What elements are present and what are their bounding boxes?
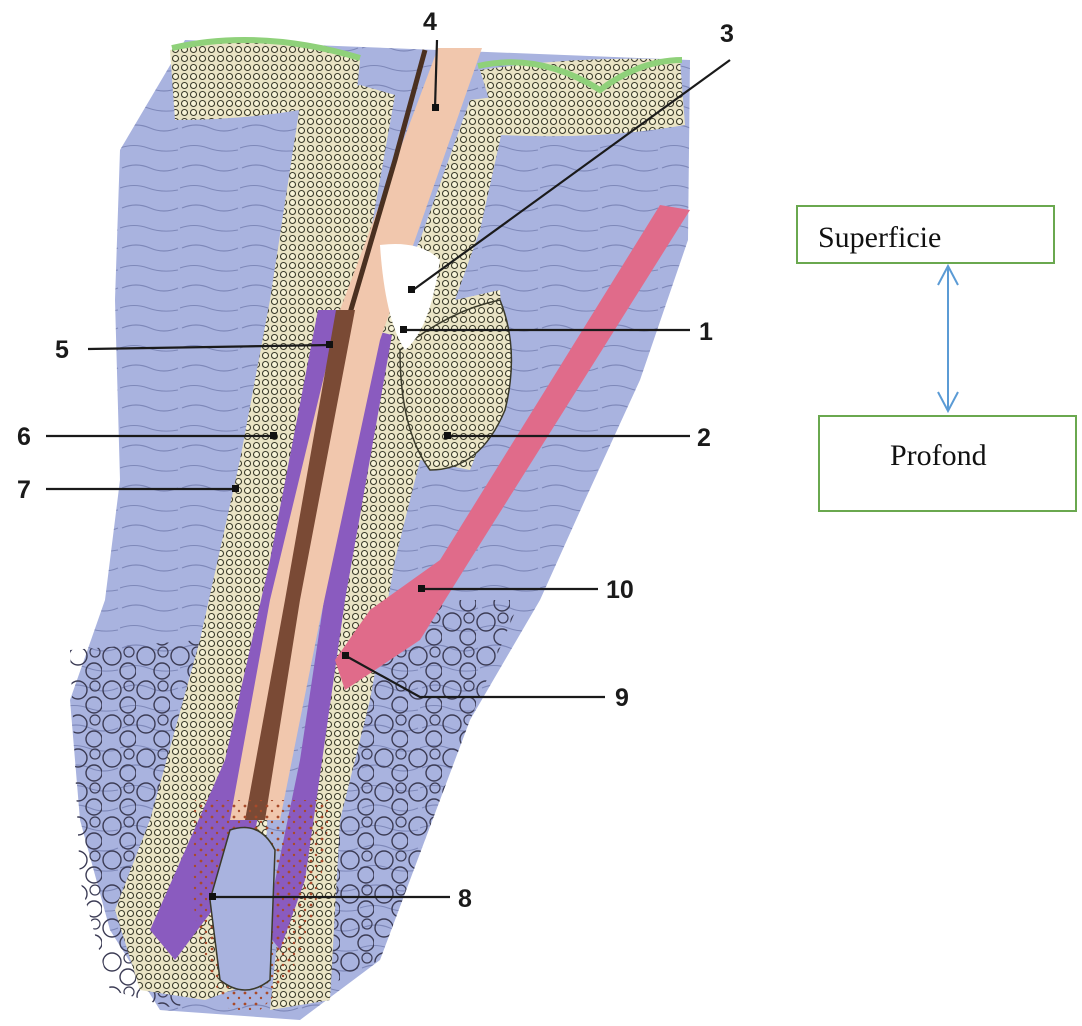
callout-5: 5 — [55, 336, 69, 364]
profond-label-box: Profond — [818, 415, 1077, 512]
leader-dot-5 — [326, 341, 333, 348]
callout-10: 10 — [606, 576, 634, 604]
leader-dot-4 — [432, 104, 439, 111]
callout-3: 3 — [720, 20, 734, 48]
leader-dot-7 — [232, 485, 239, 492]
superficie-label-box: Superficie — [796, 205, 1055, 264]
callout-6: 6 — [17, 423, 31, 451]
leader-dot-8 — [209, 893, 216, 900]
leader-dot-3 — [408, 286, 415, 293]
leader-dot-10 — [418, 585, 425, 592]
profond-label: Profond — [890, 439, 987, 472]
callout-7: 7 — [17, 476, 31, 504]
superficie-label: Superficie — [818, 221, 941, 254]
callout-9: 9 — [615, 684, 629, 712]
callout-2: 2 — [697, 424, 711, 452]
epidermis-right — [480, 59, 685, 137]
orientation-arrow — [938, 266, 958, 411]
callout-8: 8 — [458, 885, 472, 913]
callout-4: 4 — [423, 8, 437, 36]
leader-dot-9 — [342, 652, 349, 659]
leader-dot-2 — [444, 432, 451, 439]
leader-dot-6 — [270, 432, 277, 439]
callout-1: 1 — [699, 318, 713, 346]
leader-dot-1 — [400, 326, 407, 333]
